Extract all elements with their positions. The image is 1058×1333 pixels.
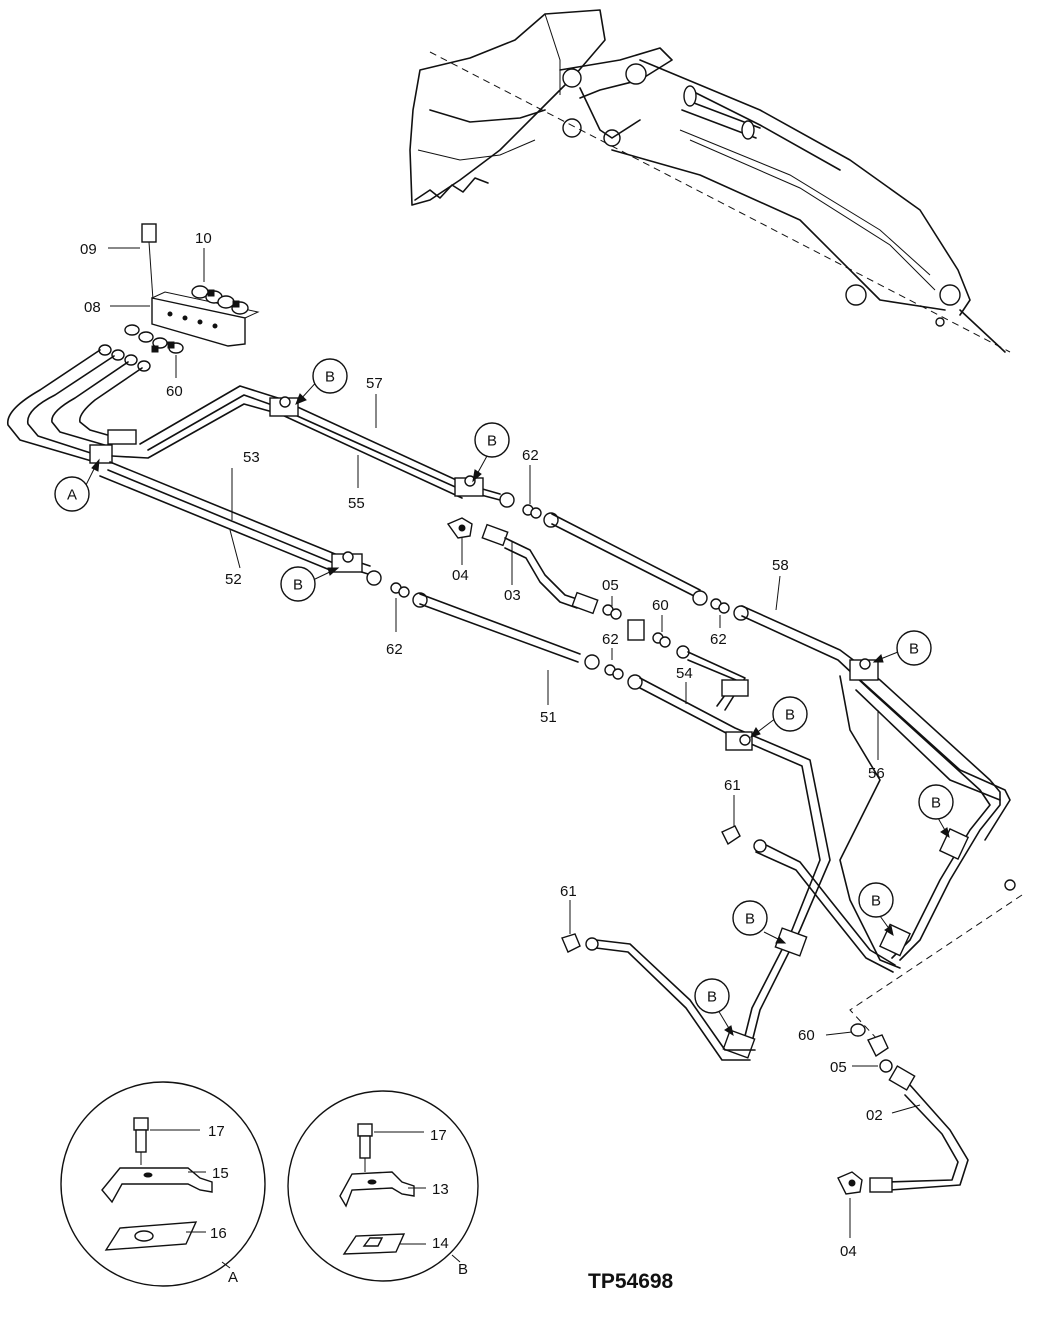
svg-text:B: B — [325, 369, 335, 386]
label-62: 62 — [522, 447, 539, 464]
svg-text:B: B — [707, 989, 717, 1006]
detail-view-b: 17 13 14 B — [287, 1090, 479, 1282]
svg-text:B: B — [871, 893, 881, 910]
label-60: 60 — [652, 597, 669, 614]
label-02: 02 — [866, 1107, 883, 1124]
manifold-assembly — [108, 223, 260, 378]
svg-text:B: B — [931, 795, 941, 812]
label-56: 56 — [868, 765, 885, 782]
label-14: 14 — [432, 1235, 449, 1252]
label-60: 60 — [798, 1027, 815, 1044]
part-labels: 09 10 08 60 57 53 55 62 52 04 03 58 05 6… — [80, 230, 885, 1260]
callout-b-6: B — [918, 784, 954, 820]
label-15: 15 — [212, 1165, 229, 1182]
label-61: 61 — [724, 777, 741, 794]
callout-b-5: B — [772, 696, 808, 732]
label-62: 62 — [386, 641, 403, 658]
label-08: 08 — [84, 299, 101, 316]
hose-03 — [446, 517, 671, 648]
label-03: 03 — [504, 587, 521, 604]
svg-text:B: B — [785, 707, 795, 724]
callout-b-7: B — [858, 882, 894, 918]
callout-b-4: B — [896, 630, 932, 666]
drawing-code: TP54698 — [588, 1270, 674, 1293]
callout-a: A — [54, 476, 90, 512]
svg-text:B: B — [909, 641, 919, 658]
pipe-bundle — [7, 344, 1023, 1061]
label-58: 58 — [772, 557, 789, 574]
label-04: 04 — [840, 1243, 857, 1260]
label-60: 60 — [166, 383, 183, 400]
label-09: 09 — [80, 241, 97, 258]
label-05: 05 — [602, 577, 619, 594]
callout-b-2: B — [474, 422, 510, 458]
label-61: 61 — [560, 883, 577, 900]
callout-b-9: B — [694, 978, 730, 1014]
label-05: 05 — [830, 1059, 847, 1076]
label-04: 04 — [452, 567, 469, 584]
label-51: 51 — [540, 709, 557, 726]
leader-lines — [85, 377, 950, 1238]
label-62: 62 — [710, 631, 727, 648]
label-16: 16 — [210, 1225, 227, 1242]
label-62: 62 — [602, 631, 619, 648]
svg-text:B: B — [293, 577, 303, 594]
fittings-10 — [191, 285, 249, 315]
svg-text:B: B — [487, 433, 497, 450]
svg-text:B: B — [745, 911, 755, 928]
callout-b-8: B — [732, 900, 768, 936]
label-52: 52 — [225, 571, 242, 588]
label-17: 17 — [430, 1127, 447, 1144]
machine-overview — [409, 9, 1011, 353]
fittings-60 — [124, 324, 184, 354]
detail-a-title: A — [228, 1269, 238, 1286]
label-10: 10 — [195, 230, 212, 247]
label-13: 13 — [432, 1181, 449, 1198]
detail-view-a: 17 15 16 A — [60, 1081, 266, 1287]
label-54: 54 — [676, 665, 693, 682]
hose-02 — [837, 1023, 969, 1195]
label-53: 53 — [243, 449, 260, 466]
callout-b-1: B — [312, 358, 348, 394]
detail-b-title: B — [458, 1261, 468, 1278]
label-55: 55 — [348, 495, 365, 512]
callout-b-3: B — [280, 566, 316, 602]
label-17: 17 — [208, 1123, 225, 1140]
svg-text:A: A — [67, 487, 77, 504]
label-57: 57 — [366, 375, 383, 392]
